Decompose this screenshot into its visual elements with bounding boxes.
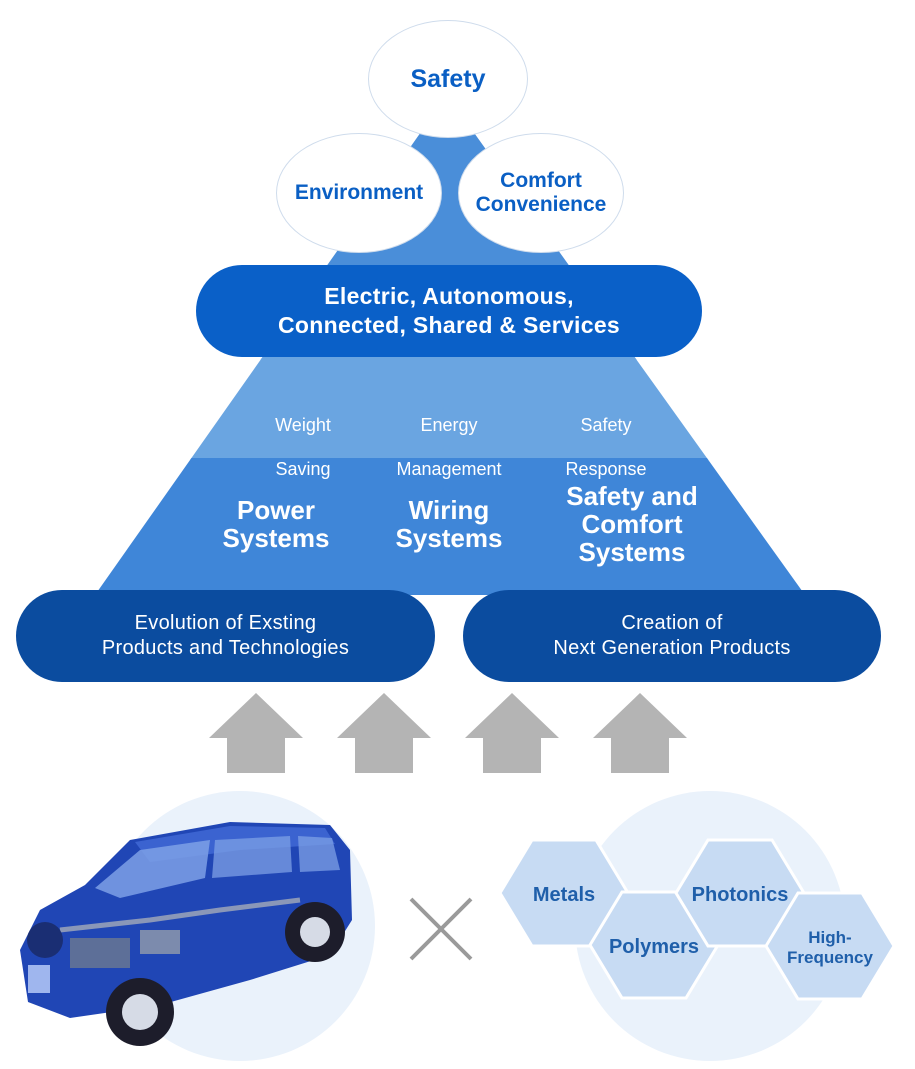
core-band-pill: Electric, Autonomous, Connected, Shared …: [196, 265, 702, 357]
system-wiring: Wiring Systems: [395, 495, 503, 553]
foundation-evolution-pill: Evolution of Exsting Products and Techno…: [16, 590, 435, 682]
bubble-environment-label: Environment: [294, 180, 424, 204]
tech-safety-response: Safety Response: [536, 392, 676, 502]
material-high-frequency: High- Frequency: [787, 928, 873, 967]
bubble-safety: Safety: [368, 20, 528, 138]
times-icon: [409, 897, 473, 961]
tech-energy-management-line1: Energy: [420, 415, 478, 435]
material-photonics: Photonics: [691, 884, 789, 906]
tech-energy-management-line2: Management: [396, 459, 502, 479]
system-safety-comfort: Safety and Comfort Systems: [566, 481, 698, 567]
tech-weight-saving-line1: Weight: [275, 415, 331, 435]
foundation-evolution-line2: Products and Technologies: [101, 637, 350, 659]
tech-safety-response-line1: Safety: [580, 415, 632, 435]
bubble-environment: Environment: [276, 133, 442, 253]
tech-energy-management: Energy Management: [370, 392, 528, 502]
material-polymers: Polymers: [608, 936, 700, 958]
tech-weight-saving-line2: Saving: [275, 459, 331, 479]
system-power: Power Systems: [222, 495, 330, 553]
up-arrow-icon: [593, 693, 687, 773]
pyramid-tier-systems: [95, 458, 805, 595]
car-illustration: [20, 791, 375, 1061]
foundation-creation-line2: Next Generation Products: [553, 637, 791, 659]
hex-high-frequency: [764, 891, 896, 1001]
materials-graphic: [498, 791, 896, 1061]
foundation-evolution-line1: Evolution of Exsting: [134, 612, 317, 634]
foundation-creation-line1: Creation of: [621, 612, 723, 634]
bubble-comfort-label: Comfort: [500, 168, 582, 192]
bubble-comfort-convenience: Comfort Convenience: [458, 133, 624, 253]
tech-safety-response-line2: Response: [565, 459, 647, 479]
bubble-safety-label: Safety: [410, 64, 486, 93]
up-arrow-icon: [465, 693, 559, 773]
up-arrow-icon: [209, 693, 303, 773]
bubble-convenience-label: Convenience: [475, 193, 607, 216]
material-metals: Metals: [532, 884, 596, 906]
foundation-creation-pill: Creation of Next Generation Products: [463, 590, 881, 682]
up-arrow-icon: [337, 693, 431, 773]
car-body: [20, 822, 352, 1046]
tech-weight-saving: Weight Saving: [233, 392, 373, 502]
core-band-line2: Connected, Shared & Services: [277, 312, 621, 338]
core-band-line1: Electric, Autonomous,: [324, 283, 574, 310]
